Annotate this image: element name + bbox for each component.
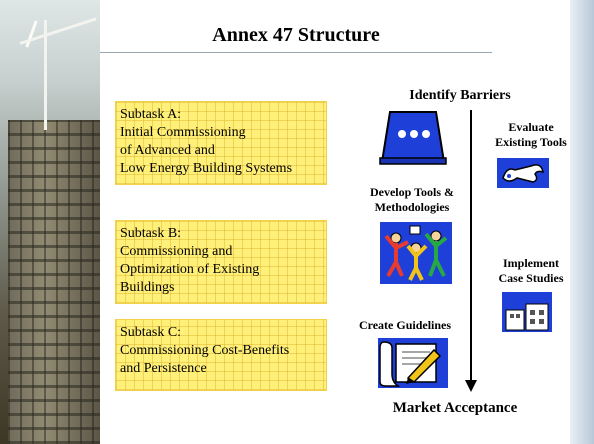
process-arrow-shaft [470, 110, 472, 383]
construction-photo [0, 0, 100, 444]
implement-line-1: Implement [503, 256, 559, 270]
subtask-b-line-4: Buildings [120, 280, 175, 295]
document-pen-icon [378, 338, 448, 388]
develop-tools-line-1: Develop Tools & [369, 185, 454, 199]
crane-mast-top [25, 20, 38, 48]
title-divider [100, 52, 492, 53]
buildings-icon [502, 292, 552, 332]
create-guidelines-label: Create Guidelines [358, 318, 452, 332]
crane-mast [44, 20, 47, 130]
develop-tools-label: Develop Tools & Methodologies [352, 185, 472, 215]
evaluate-tools-line-2: Existing Tools [495, 135, 567, 149]
subtask-a-line-3: of Advanced and [120, 143, 215, 158]
subtask-a-line-4: Low Energy Building Systems [120, 161, 293, 176]
right-edge-bar [570, 0, 594, 444]
evaluate-tools-label: Evaluate Existing Tools [478, 120, 584, 150]
market-acceptance-label: Market Acceptance [392, 400, 518, 416]
subtask-b-line-3: Optimization of Existing [120, 262, 260, 277]
evaluate-tools-line-1: Evaluate [508, 120, 554, 134]
barrier-icon [378, 108, 448, 166]
team-celebration-icon [380, 222, 452, 284]
page-title: Annex 47 Structure [212, 24, 380, 46]
subtask-a-box: Subtask A: Initial Commissioning of Adva… [115, 101, 327, 185]
subtask-c-line-3: and Persistence [120, 361, 207, 376]
subtask-a-line-1: Subtask A: [120, 107, 182, 122]
subtask-b-line-2: Commissioning and [120, 244, 233, 259]
building-under-construction [8, 120, 100, 444]
subtask-b-line-1: Subtask B: [120, 226, 182, 241]
subtask-a-line-2: Initial Commissioning [120, 125, 246, 140]
develop-tools-line-2: Methodologies [374, 200, 450, 214]
subtask-c-box: Subtask C: Commissioning Cost-Benefits a… [115, 319, 327, 391]
subtask-b-box: Subtask B: Commissioning and Optimizatio… [115, 220, 327, 304]
identify-barriers-label: Identify Barriers [409, 88, 511, 103]
subtask-c-line-2: Commissioning Cost-Benefits [120, 343, 290, 358]
process-arrow-head [465, 380, 477, 392]
wrench-icon [497, 158, 549, 188]
subtask-c-line-1: Subtask C: [120, 325, 182, 340]
implement-case-studies-label: Implement Case Studies [478, 256, 584, 286]
implement-line-2: Case Studies [498, 271, 564, 285]
